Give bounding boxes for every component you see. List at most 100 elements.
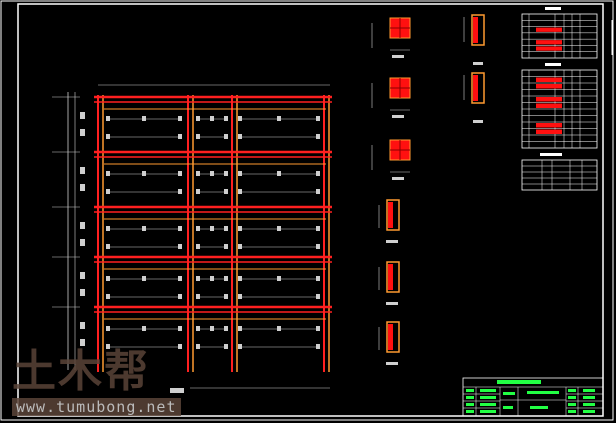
beam-section — [386, 261, 400, 293]
rebar-mark — [106, 134, 110, 139]
rebar-mark — [196, 189, 200, 194]
title-block-cell — [568, 389, 576, 392]
rebar-mark — [277, 171, 281, 176]
title-block-cell — [480, 396, 496, 399]
rebar-mark — [238, 171, 242, 176]
rebar-mark — [106, 344, 110, 349]
title-block-cell — [568, 403, 576, 406]
title-block-cell — [583, 396, 595, 399]
rebar-mark — [106, 326, 110, 331]
rebar-mark — [178, 294, 182, 299]
rebar-mark — [316, 189, 320, 194]
rebar-mark — [238, 189, 242, 194]
rebar-mark — [196, 276, 200, 281]
title-block-cell — [480, 389, 496, 392]
rebar-mark — [277, 116, 281, 121]
table-border — [521, 159, 598, 191]
rebar-mark — [106, 276, 110, 281]
rebar-mark — [224, 344, 228, 349]
elevation-mark — [80, 184, 85, 191]
rebar-mark — [196, 326, 200, 331]
title-block-cell — [480, 410, 496, 413]
elevation-mark — [80, 289, 85, 296]
title-block-project — [527, 391, 559, 394]
elevation-mark — [80, 339, 85, 346]
watermark-url: www.tumubong.net — [12, 398, 181, 416]
rebar-mark — [178, 326, 182, 331]
section-label — [392, 177, 404, 180]
rebar-shape — [536, 40, 562, 45]
rebar-mark — [178, 116, 182, 121]
rebar-mark — [316, 276, 320, 281]
title-block-cell — [583, 403, 595, 406]
rebar-mark — [238, 326, 242, 331]
rebar-mark — [142, 276, 146, 281]
title-block-cell — [503, 392, 515, 395]
rebar-mark — [196, 244, 200, 249]
rebar-shape — [536, 129, 562, 134]
beam-section — [386, 199, 400, 231]
rebar-mark — [196, 344, 200, 349]
rebar-mark — [224, 116, 228, 121]
rebar-mark — [178, 134, 182, 139]
rebar-mark — [106, 244, 110, 249]
beam-section — [471, 14, 485, 46]
rebar-mark — [196, 294, 200, 299]
section-label — [473, 62, 483, 65]
rebar-mark — [106, 171, 110, 176]
title-block-cell — [568, 410, 576, 413]
rebar-tables — [521, 7, 598, 191]
rebar-mark — [142, 116, 146, 121]
rebar-mark — [210, 276, 214, 281]
section-label — [392, 115, 404, 118]
rebar-mark — [277, 326, 281, 331]
section-label — [473, 120, 483, 123]
rebar-mark — [316, 116, 320, 121]
table-title — [545, 63, 561, 66]
title-block-cell — [568, 396, 576, 399]
title-block-border — [462, 377, 604, 417]
rebar-mark — [210, 171, 214, 176]
rebar-mark — [224, 189, 228, 194]
rebar-mark — [196, 171, 200, 176]
beam-section-fill — [473, 17, 478, 43]
section-label — [386, 240, 398, 243]
rebar-mark — [142, 226, 146, 231]
rebar-mark — [238, 116, 242, 121]
rebar-mark — [142, 326, 146, 331]
drawing-label-mark — [170, 388, 184, 393]
title-block-drawing-name — [530, 406, 548, 409]
rebar-shape — [536, 123, 562, 128]
rebar-mark — [224, 226, 228, 231]
rebar-mark — [178, 276, 182, 281]
rebar-shape — [536, 46, 562, 51]
elevation-mark — [80, 129, 85, 136]
structural-frame-elevation — [52, 84, 332, 393]
section-details — [371, 14, 485, 365]
title-block-cell — [466, 396, 474, 399]
rebar-shape — [536, 27, 562, 32]
rebar-shape — [536, 77, 562, 82]
rebar-mark — [224, 294, 228, 299]
rebar-mark — [316, 226, 320, 231]
section-label — [392, 55, 404, 58]
title-block-cell — [466, 389, 474, 392]
elevation-mark — [80, 272, 85, 279]
rebar-mark — [196, 116, 200, 121]
title-block-heading — [497, 380, 541, 384]
rebar-mark — [316, 171, 320, 176]
table-title — [545, 7, 561, 10]
rebar-mark — [277, 276, 281, 281]
rebar-shape — [536, 84, 562, 89]
rebar-mark — [316, 344, 320, 349]
rebar-mark — [106, 226, 110, 231]
rebar-mark — [238, 344, 242, 349]
rebar-mark — [224, 244, 228, 249]
title-block — [462, 377, 604, 417]
rebar-mark — [178, 171, 182, 176]
rebar-mark — [238, 276, 242, 281]
title-block-cell — [466, 403, 474, 406]
rebar-mark — [178, 189, 182, 194]
